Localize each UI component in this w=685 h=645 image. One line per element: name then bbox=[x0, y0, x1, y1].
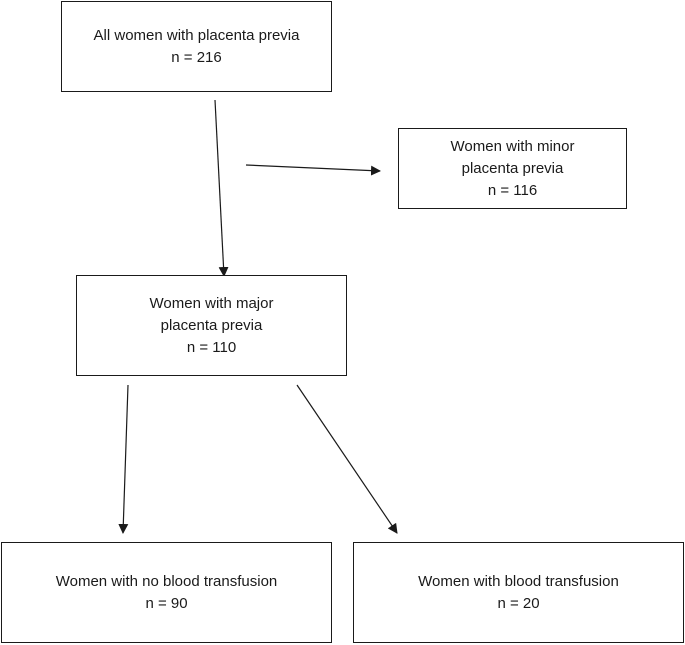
arrow-major-to-no-transfusion bbox=[118, 384, 129, 534]
box-minor-previa: Women with minor placenta previa n = 116 bbox=[398, 128, 627, 209]
box-blood-transfusion-count: n = 20 bbox=[497, 594, 540, 612]
arrow-major-to-transfusion bbox=[296, 384, 398, 534]
arrow-to-minor bbox=[245, 164, 381, 176]
box-minor-previa-title-line1: Women with minor bbox=[450, 137, 575, 155]
arrow-all-to-major bbox=[214, 99, 229, 277]
box-minor-previa-count: n = 116 bbox=[487, 181, 538, 199]
box-major-previa-count: n = 110 bbox=[186, 338, 237, 356]
box-minor-previa-title-line2: placenta previa bbox=[461, 159, 564, 177]
box-no-blood-transfusion-count: n = 90 bbox=[145, 594, 188, 612]
box-blood-transfusion: Women with blood transfusion n = 20 bbox=[353, 542, 684, 643]
box-blood-transfusion-title: Women with blood transfusion bbox=[418, 572, 619, 590]
box-major-previa: Women with major placenta previa n = 110 bbox=[76, 275, 347, 376]
box-major-previa-title-line2: placenta previa bbox=[160, 316, 263, 334]
box-all-women: All women with placenta previa n = 216 bbox=[61, 1, 332, 92]
box-all-women-count: n = 216 bbox=[171, 48, 222, 66]
box-all-women-title: All women with placenta previa bbox=[93, 26, 300, 44]
box-no-blood-transfusion-title: Women with no blood transfusion bbox=[55, 572, 278, 590]
box-major-previa-title-line1: Women with major bbox=[149, 294, 274, 312]
box-no-blood-transfusion: Women with no blood transfusion n = 90 bbox=[1, 542, 332, 643]
